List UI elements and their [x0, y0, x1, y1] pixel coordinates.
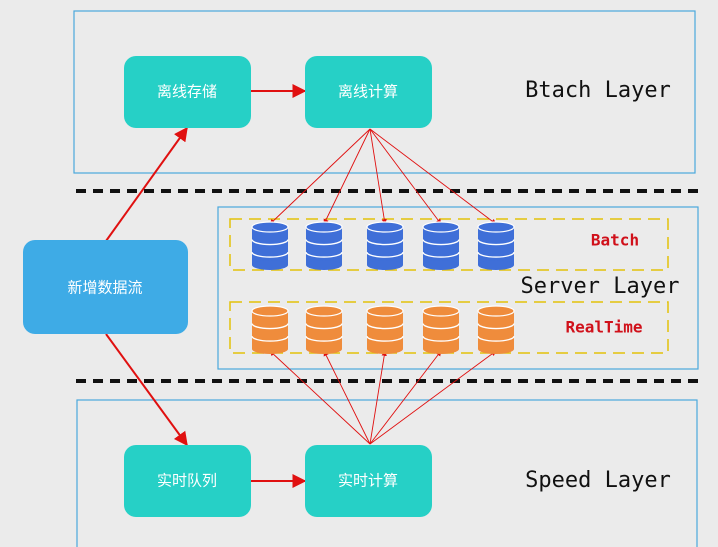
realtime-compute-label: 实时计算	[338, 472, 398, 490]
new-stream-label: 新增数据流	[67, 279, 142, 297]
batch-database-icon-4	[422, 221, 460, 270]
batch-fanout-arrow-1	[269, 128, 371, 225]
server-layer-title: Server Layer	[521, 274, 680, 299]
realtime-compute-node[interactable]: 实时计算	[305, 445, 432, 517]
batch-fanout-arrow-2	[323, 128, 371, 225]
batch-store-label: Batch	[591, 231, 639, 250]
realtime-fanout-arrow-2	[323, 350, 371, 445]
realtime-database-icon-4	[422, 305, 460, 354]
batch-database-icon-5	[477, 221, 515, 270]
batch-layer-panel	[73, 10, 696, 174]
realtime-database-icons	[251, 305, 515, 354]
realtime-queue-node[interactable]: 实时队列	[124, 445, 251, 517]
arrow-stream-to-offline-storage	[105, 126, 188, 242]
realtime-database-icon-2	[305, 305, 343, 354]
batch-fanout-arrow-5	[369, 128, 497, 225]
realtime-fanout-arrow-5	[369, 350, 497, 445]
server-layer-panel	[217, 206, 699, 370]
offline-compute-label: 离线计算	[338, 83, 398, 101]
batch-fanout-arrow-3	[369, 128, 387, 225]
realtime-store-label: RealTime	[565, 318, 642, 337]
realtime-database-icon-1	[251, 305, 289, 354]
realtime-queue-label: 实时队列	[157, 472, 217, 490]
offline-storage-label: 离线存储	[157, 83, 217, 101]
speed-layer-panel	[76, 399, 698, 547]
batch-fanout-arrows	[269, 128, 497, 225]
speed-layer-title: Speed Layer	[525, 468, 671, 493]
realtime-fanout-arrow-1	[269, 350, 371, 445]
batch-database-icon-1	[251, 221, 289, 270]
batch-fanout-arrow-4	[369, 128, 442, 225]
offline-compute-node[interactable]: 离线计算	[305, 56, 432, 128]
realtime-fanout-arrows	[269, 350, 497, 445]
realtime-database-icon-3	[366, 305, 404, 354]
new-stream-node[interactable]: 新增数据流	[23, 240, 188, 334]
arrow-stream-to-realtime-queue	[105, 333, 188, 447]
batch-database-icons	[251, 221, 515, 270]
offline-storage-node[interactable]: 离线存储	[124, 56, 251, 128]
batch-layer-title: Btach Layer	[525, 78, 671, 103]
batch-database-icon-2	[305, 221, 343, 270]
batch-database-icon-3	[366, 221, 404, 270]
realtime-fanout-arrow-3	[369, 350, 387, 445]
realtime-database-icon-5	[477, 305, 515, 354]
batch-store-group	[229, 218, 669, 271]
realtime-fanout-arrow-4	[369, 350, 442, 445]
